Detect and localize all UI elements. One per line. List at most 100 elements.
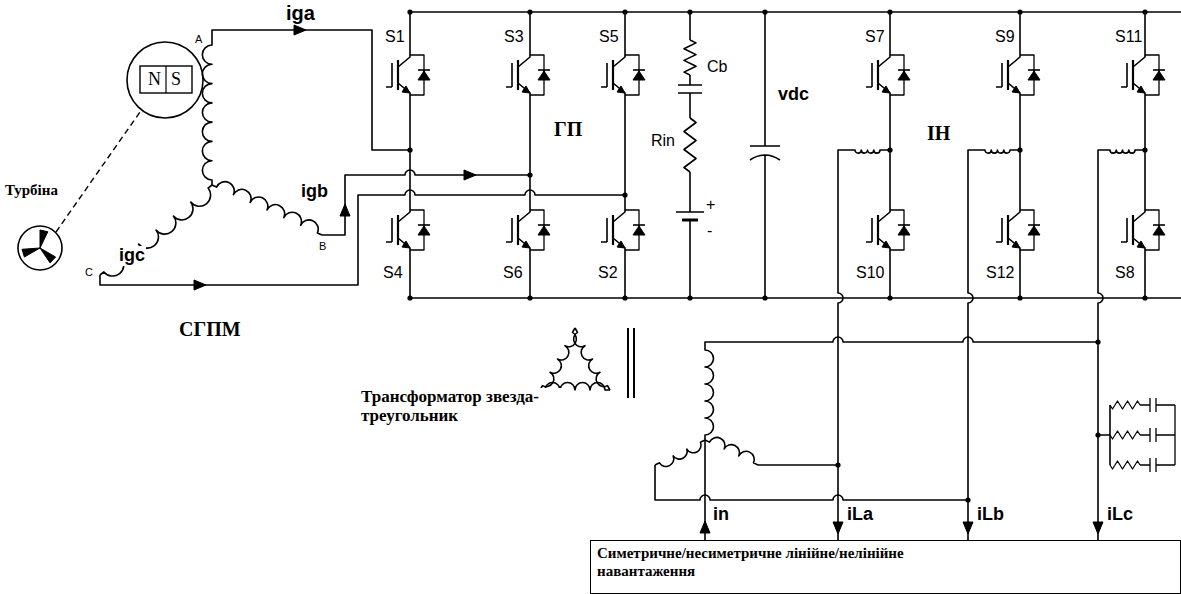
igbt-emitter bbox=[398, 83, 410, 105]
igbt-channel bbox=[1132, 60, 1134, 90]
igbt-gate bbox=[996, 63, 1002, 87]
switch-label: S6 bbox=[502, 264, 524, 282]
junction-dot bbox=[1017, 295, 1022, 300]
diode-symbol bbox=[538, 71, 550, 80]
leg-wire bbox=[529, 105, 531, 200]
igbt-channel bbox=[397, 60, 399, 90]
current-arrow bbox=[194, 280, 206, 290]
load-phase-c bbox=[1098, 150, 1145, 540]
diode-symbol bbox=[1153, 226, 1165, 235]
load-phase-b bbox=[968, 150, 1020, 540]
junction-dot bbox=[887, 147, 892, 152]
igbt-gate bbox=[866, 218, 872, 242]
igbt-collector bbox=[878, 45, 890, 67]
phase-a-wire bbox=[212, 30, 410, 150]
igbt-channel bbox=[1132, 215, 1134, 245]
rc-capacitor bbox=[1140, 458, 1175, 472]
junction-dot bbox=[762, 9, 767, 14]
igbt-gate bbox=[506, 63, 512, 87]
igbt-arrow bbox=[1137, 241, 1145, 248]
igbt-collector bbox=[518, 45, 530, 67]
component-label: СГПМ bbox=[178, 318, 242, 340]
junction-dot bbox=[1017, 147, 1022, 152]
load-phase-a bbox=[838, 150, 890, 540]
current-arrow bbox=[963, 522, 973, 534]
delta-winding bbox=[574, 328, 610, 390]
dc-rail-positive bbox=[410, 11, 1181, 13]
igbt-emitter bbox=[613, 238, 625, 260]
diode-bar bbox=[898, 69, 910, 71]
junction-dot bbox=[527, 295, 532, 300]
diode-bar bbox=[538, 69, 550, 71]
turbine-blade bbox=[40, 230, 48, 248]
leg-wire bbox=[409, 105, 411, 200]
junction-dot bbox=[762, 295, 767, 300]
load-text: Симетричне/несиметричне лінійне/нелінійн… bbox=[597, 544, 977, 580]
resistor-symbol bbox=[684, 40, 696, 75]
current-arrow bbox=[833, 522, 843, 534]
switch-label: S1 bbox=[384, 28, 406, 46]
transformer-phase-wire bbox=[758, 464, 838, 466]
capacitor-cb bbox=[678, 75, 702, 118]
dc-capacitor bbox=[750, 155, 780, 298]
rc-capacitor bbox=[1140, 428, 1175, 442]
diode-symbol bbox=[633, 226, 645, 235]
resistor-symbol bbox=[1110, 461, 1140, 469]
transformer-phase-wire bbox=[655, 465, 968, 500]
diode-symbol bbox=[538, 226, 550, 235]
pole-label: N bbox=[147, 70, 162, 90]
switch-label: S9 bbox=[994, 28, 1016, 46]
diode-bar bbox=[538, 224, 550, 226]
leg-wire bbox=[889, 260, 891, 298]
igbt-channel bbox=[1007, 215, 1009, 245]
component-label: Rin bbox=[650, 132, 676, 150]
igbt-emitter bbox=[878, 83, 890, 105]
diode-bar bbox=[1028, 69, 1040, 71]
phase-label: B bbox=[318, 240, 327, 252]
junction-dot bbox=[407, 9, 412, 14]
igbt-collector bbox=[1008, 200, 1020, 222]
leg-wire bbox=[409, 260, 411, 298]
diode-bar bbox=[633, 224, 645, 226]
converter-label: ІН bbox=[926, 122, 951, 144]
switch-label: S12 bbox=[985, 264, 1015, 282]
leg-wire bbox=[624, 260, 626, 298]
igbt-collector bbox=[1133, 45, 1145, 67]
igbt-emitter bbox=[1133, 238, 1145, 260]
rc-bank-wire bbox=[1174, 405, 1175, 465]
current-label: igb bbox=[300, 182, 329, 202]
diode-bar bbox=[418, 69, 430, 71]
igbt-channel bbox=[877, 60, 879, 90]
filter-inductor bbox=[1105, 150, 1140, 153]
shaft-line bbox=[56, 112, 140, 232]
igbt-channel bbox=[612, 60, 614, 90]
junction-dot bbox=[527, 9, 532, 14]
junction-dot bbox=[1095, 339, 1100, 344]
igbt-collector bbox=[398, 45, 410, 67]
igbt-arrow bbox=[882, 86, 890, 93]
diode-symbol bbox=[418, 226, 430, 235]
igbt-gate bbox=[506, 218, 512, 242]
dc-link-wire bbox=[689, 220, 691, 298]
pole-label: S bbox=[170, 70, 182, 90]
diode-bar bbox=[1028, 224, 1040, 226]
current-label: iga bbox=[285, 2, 316, 24]
diode-symbol bbox=[898, 71, 910, 80]
igbt-channel bbox=[877, 215, 879, 245]
igbt-channel bbox=[517, 60, 519, 90]
junction-dot bbox=[887, 9, 892, 14]
leg-wire bbox=[1144, 12, 1146, 45]
phase-label: C bbox=[84, 266, 94, 278]
igbt-arrow bbox=[522, 86, 530, 93]
igbt-emitter bbox=[878, 238, 890, 260]
resistor-symbol bbox=[684, 118, 696, 172]
junction-dot bbox=[835, 462, 840, 467]
switch-label: S5 bbox=[598, 28, 620, 46]
igbt-channel bbox=[517, 215, 519, 245]
phase-label: A bbox=[194, 33, 203, 45]
dc-link-wire bbox=[689, 12, 691, 40]
rc-capacitor bbox=[1140, 398, 1175, 412]
igbt-collector bbox=[518, 200, 530, 222]
switch-label: S3 bbox=[503, 28, 525, 46]
